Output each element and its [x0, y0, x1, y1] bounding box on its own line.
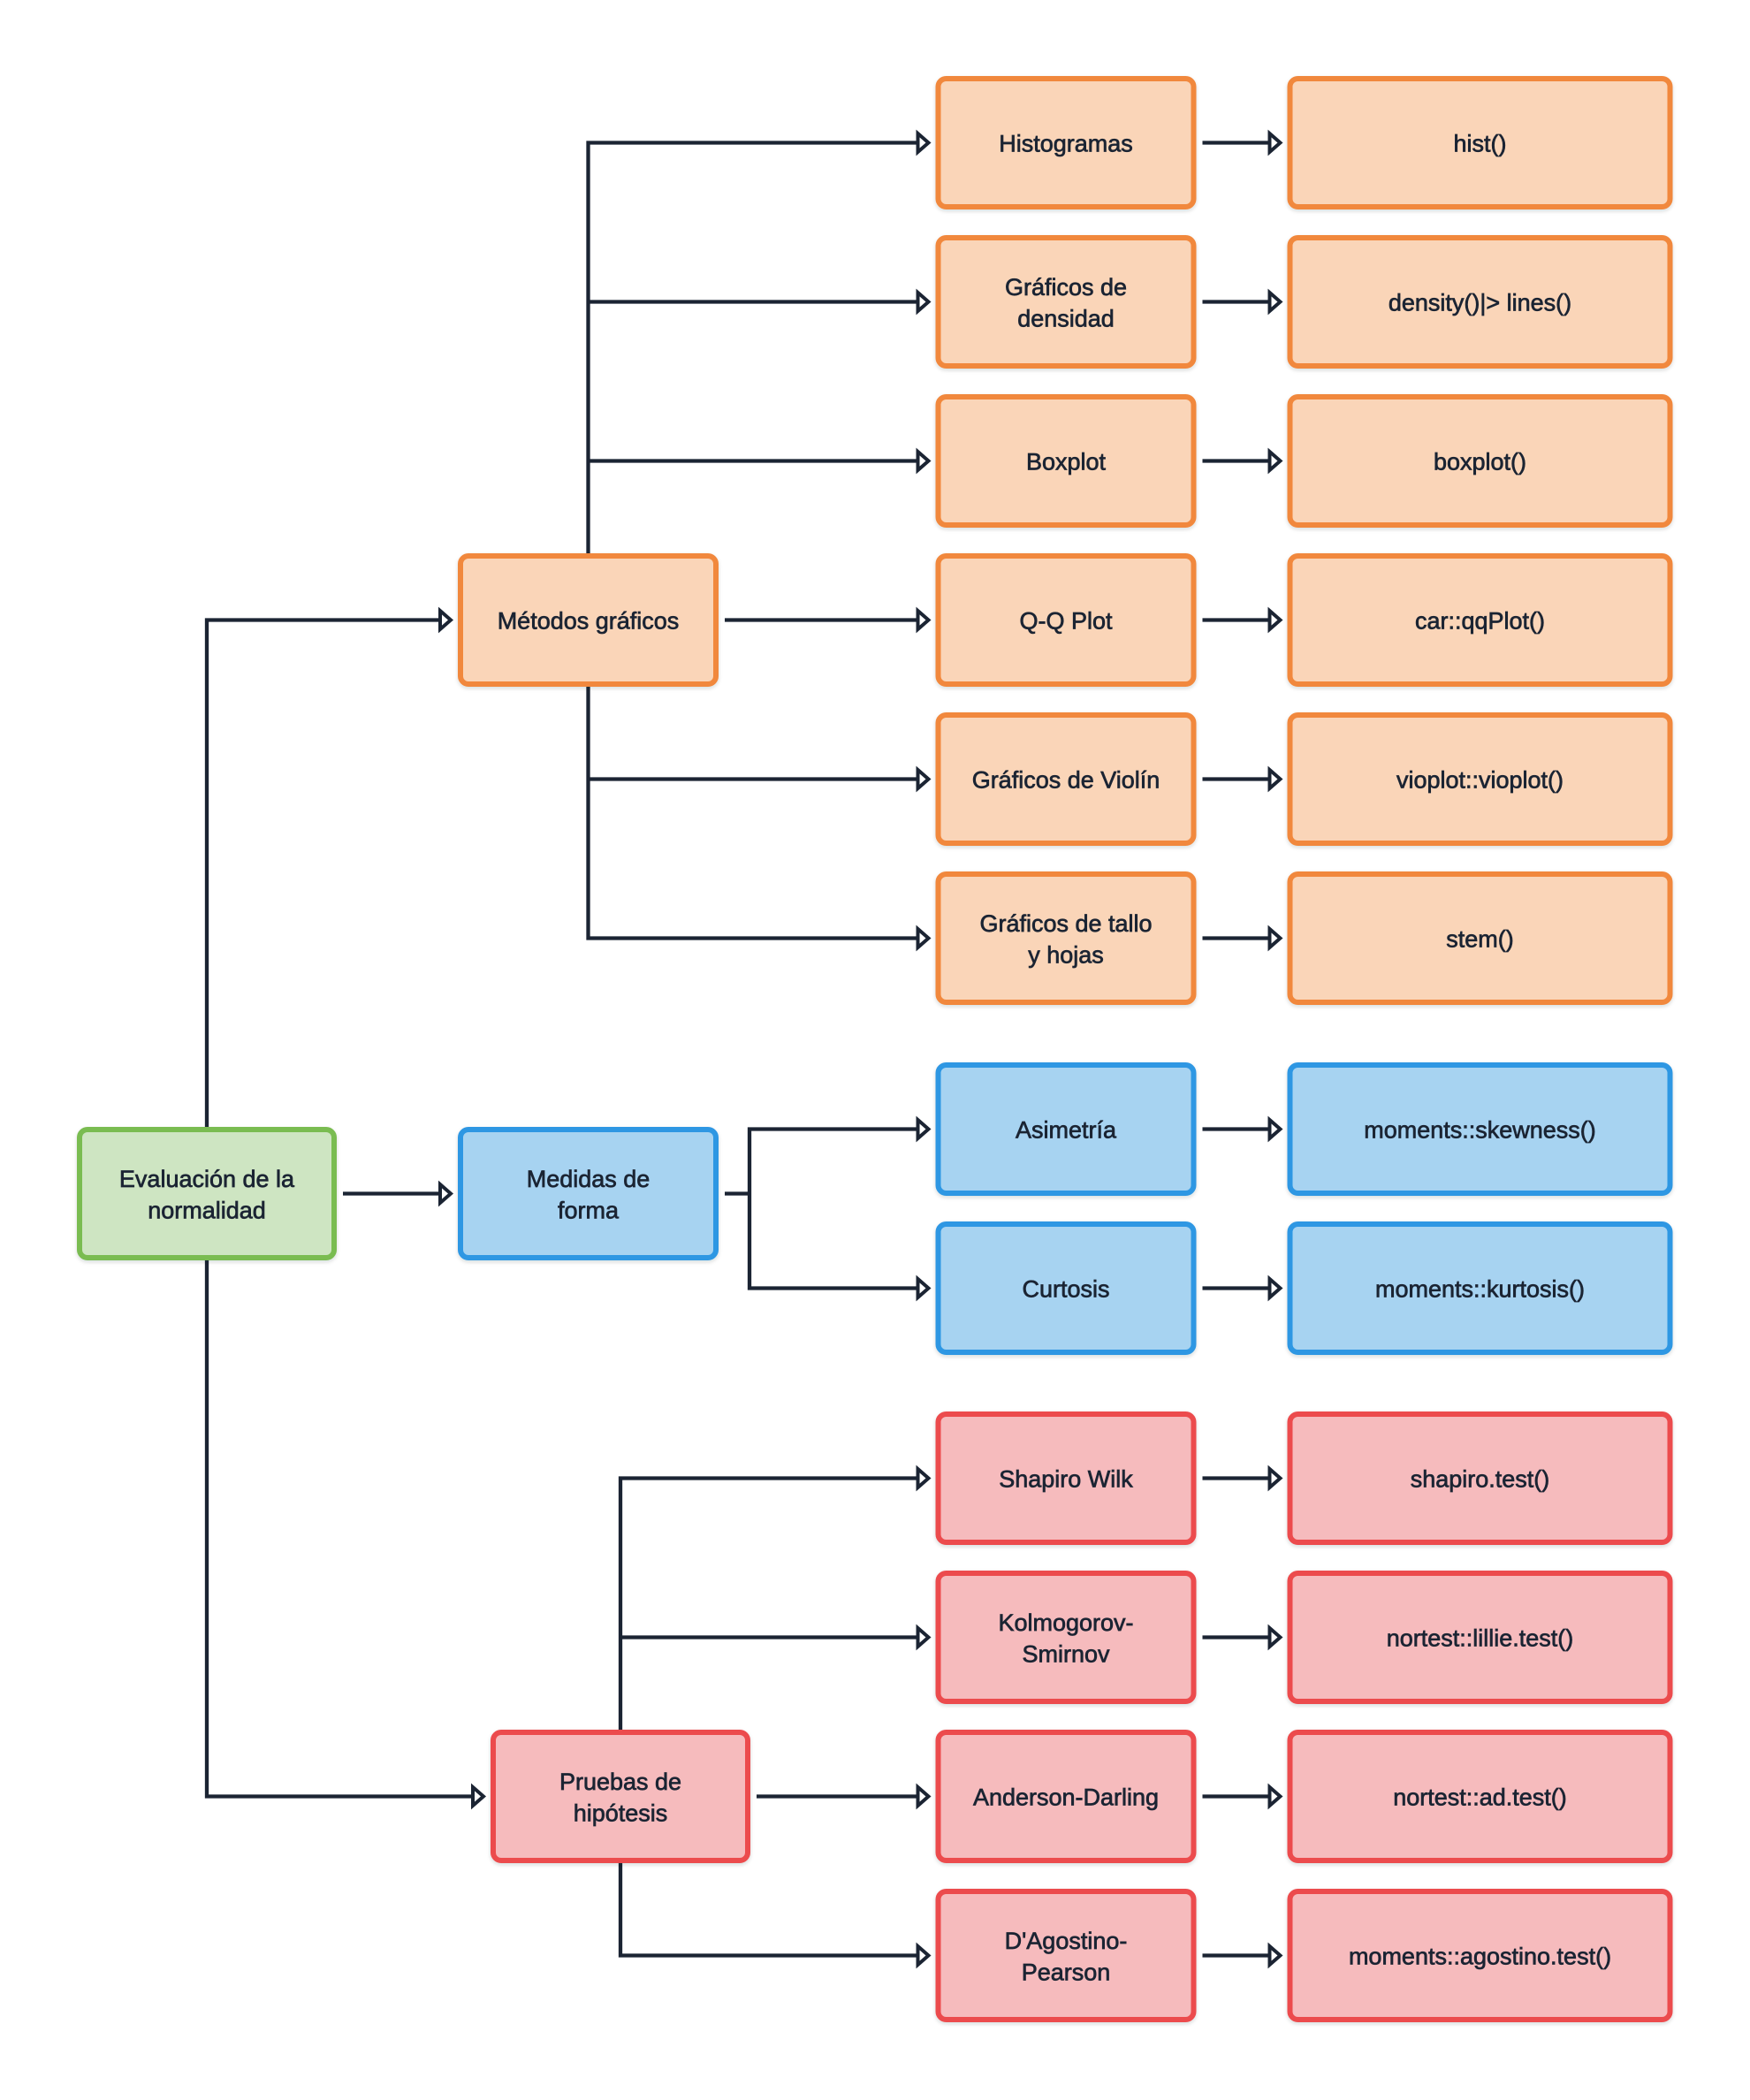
- svg-text:Curtosis: Curtosis: [1022, 1276, 1109, 1303]
- svg-text:Anderson-Darling: Anderson-Darling: [973, 1784, 1159, 1811]
- svg-text:Evaluación de la: Evaluación de la: [119, 1166, 295, 1192]
- svg-text:Boxplot: Boxplot: [1026, 449, 1107, 476]
- svg-text:Pearson: Pearson: [1022, 1959, 1111, 1985]
- svg-text:nortest::lillie.test(): nortest::lillie.test(): [1387, 1625, 1574, 1652]
- svg-text:Medidas de: Medidas de: [527, 1166, 651, 1192]
- svg-text:moments::agostino.test(): moments::agostino.test(): [1349, 1944, 1611, 1970]
- svg-text:nortest::ad.test(): nortest::ad.test(): [1393, 1784, 1567, 1811]
- svg-text:density()|> lines(): density()|> lines(): [1389, 290, 1571, 316]
- svg-text:Asimetría: Asimetría: [1016, 1117, 1117, 1144]
- svg-text:Q-Q Plot: Q-Q Plot: [1019, 608, 1113, 635]
- svg-text:Gráficos de tallo: Gráficos de tallo: [979, 910, 1152, 937]
- svg-text:Métodos gráficos: Métodos gráficos: [498, 608, 680, 635]
- svg-text:Histogramas: Histogramas: [999, 131, 1133, 157]
- svg-text:Pruebas de: Pruebas de: [559, 1769, 681, 1795]
- svg-text:vioplot::vioplot(): vioplot::vioplot(): [1396, 767, 1564, 794]
- svg-text:forma: forma: [558, 1197, 620, 1223]
- svg-text:shapiro.test(): shapiro.test(): [1411, 1466, 1550, 1493]
- svg-text:Gráficos de: Gráficos de: [1005, 274, 1127, 301]
- svg-text:Smirnov: Smirnov: [1022, 1640, 1110, 1667]
- svg-text:Gráficos de Violín: Gráficos de Violín: [972, 767, 1160, 794]
- svg-text:Shapiro Wilk: Shapiro Wilk: [999, 1466, 1133, 1493]
- svg-text:moments::skewness(): moments::skewness(): [1364, 1117, 1596, 1144]
- svg-text:normalidad: normalidad: [148, 1197, 266, 1223]
- svg-text:y hojas: y hojas: [1028, 941, 1104, 968]
- svg-text:moments::kurtosis(): moments::kurtosis(): [1375, 1276, 1585, 1303]
- svg-text:Kolmogorov-: Kolmogorov-: [998, 1609, 1133, 1636]
- svg-text:densidad: densidad: [1017, 305, 1115, 331]
- svg-text:hist(): hist(): [1454, 131, 1507, 157]
- svg-text:stem(): stem(): [1446, 926, 1514, 953]
- svg-text:car::qqPlot(): car::qqPlot(): [1415, 608, 1545, 635]
- svg-text:hipótesis: hipótesis: [574, 1799, 668, 1826]
- svg-text:D'Agostino-: D'Agostino-: [1005, 1928, 1128, 1954]
- svg-text:boxplot(): boxplot(): [1434, 449, 1526, 476]
